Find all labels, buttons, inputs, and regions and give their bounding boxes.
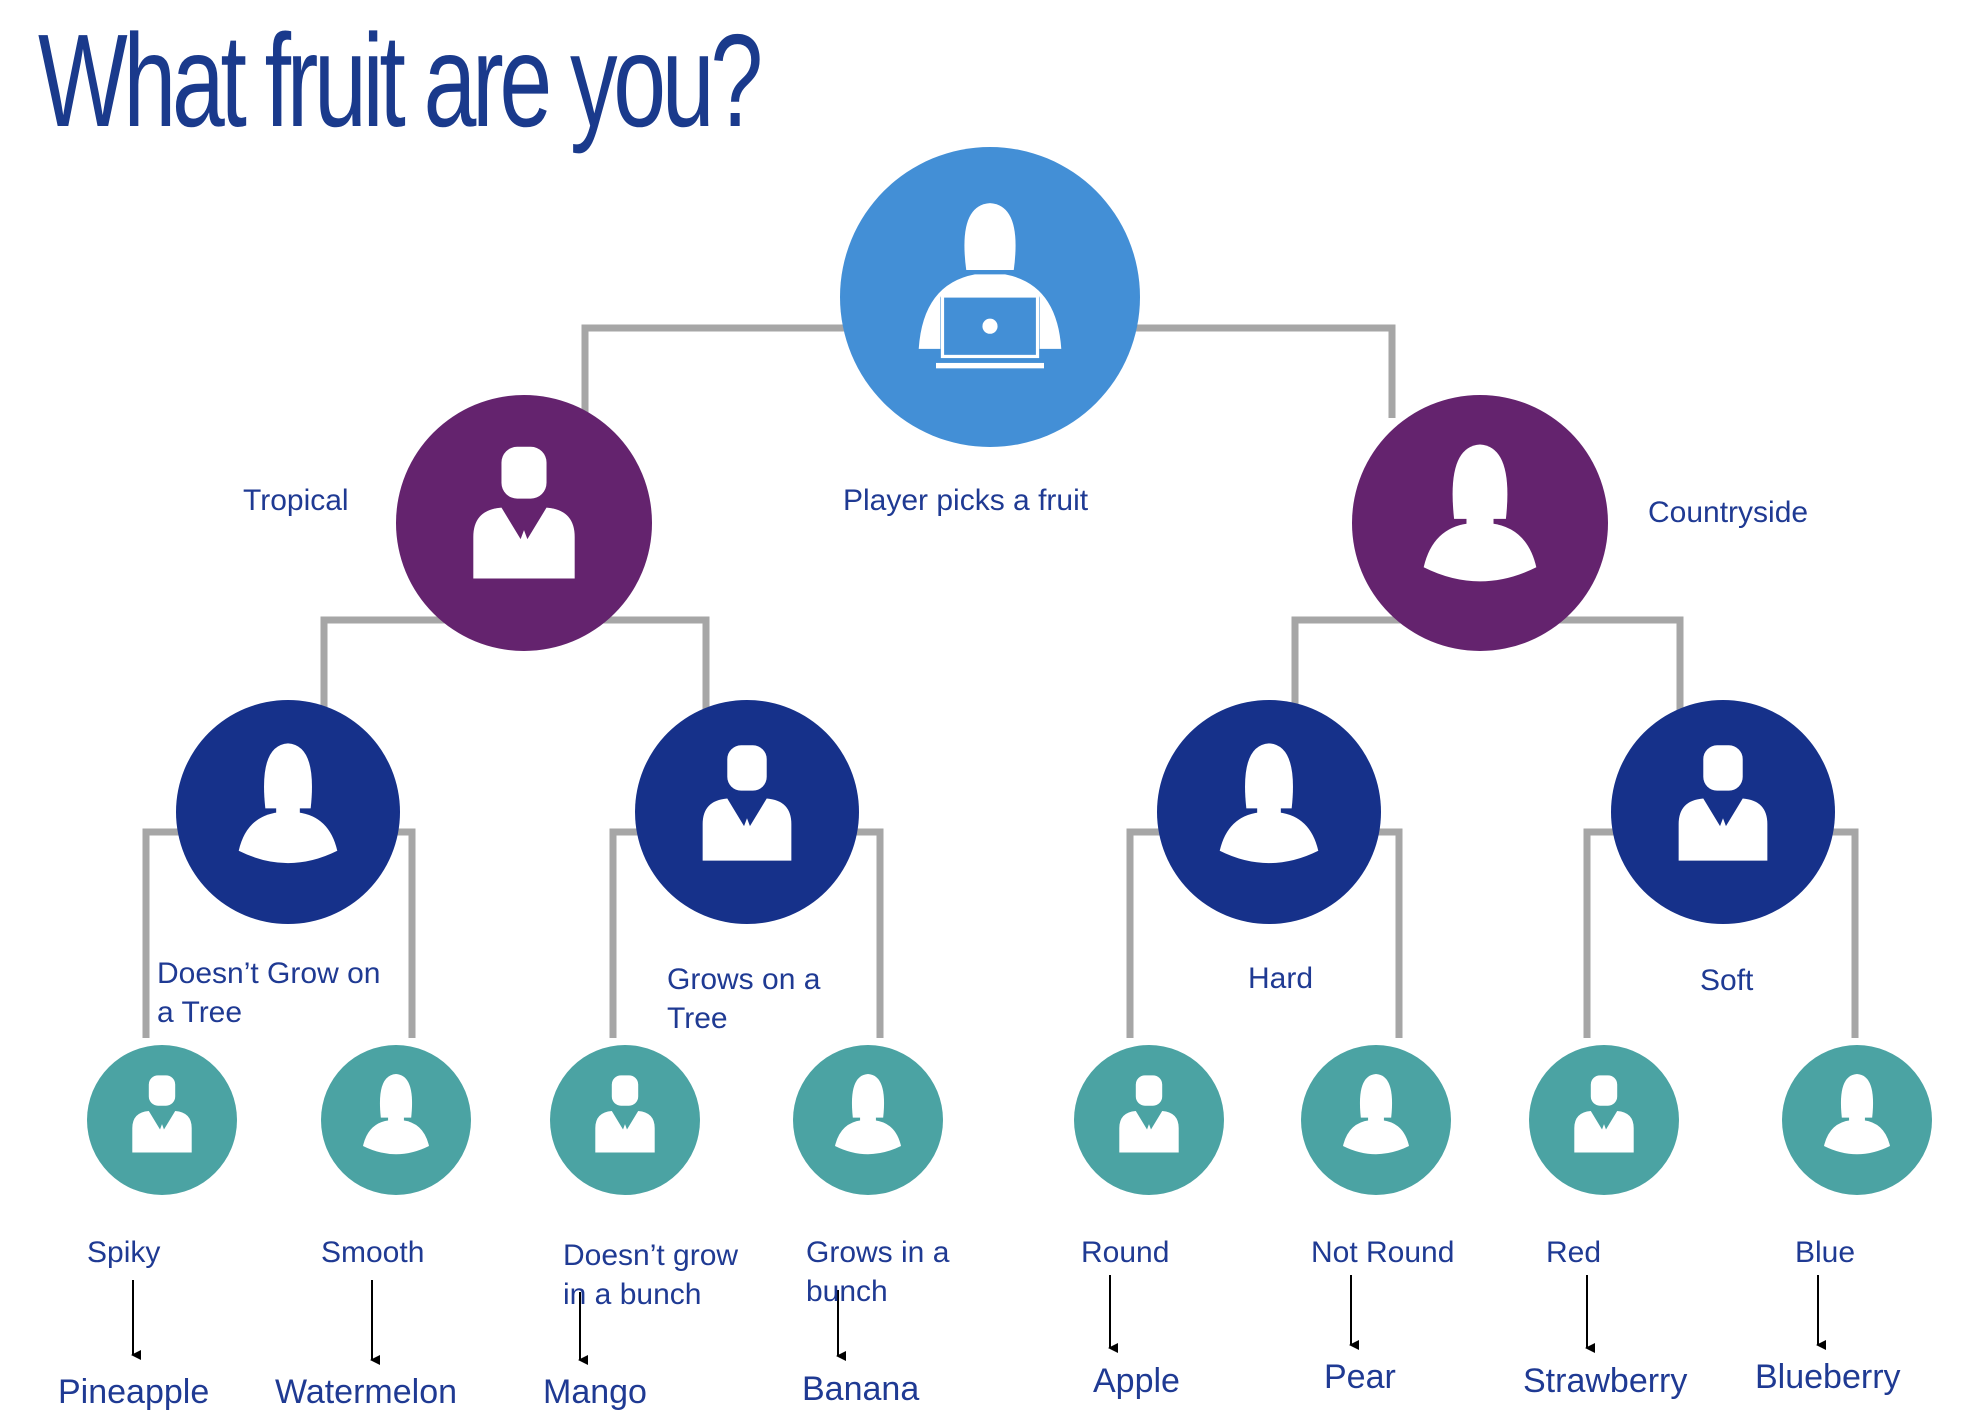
- leaf-label-line1: Smooth: [321, 1236, 425, 1269]
- leaf-node: [1301, 1045, 1451, 1195]
- tropical-label: Tropical: [243, 484, 349, 517]
- leaf-label: Not Round: [1311, 1233, 1454, 1272]
- fruit-result: Banana: [802, 1370, 920, 1408]
- leaf-label-line1: Red: [1546, 1236, 1602, 1269]
- female-person-icon: [1343, 1074, 1409, 1155]
- leaf-label-line2: bunch: [806, 1275, 888, 1308]
- male-person-icon: [1119, 1075, 1179, 1153]
- root-node: [840, 147, 1140, 447]
- leaf-label: Red: [1546, 1233, 1601, 1272]
- no-tree-label: Doesn’t Grow on a Tree: [157, 954, 380, 1032]
- leaf-node: [550, 1045, 700, 1195]
- no-tree-label-line1: Doesn’t Grow on: [157, 957, 381, 990]
- tree-node: [635, 700, 859, 924]
- countryside-node: [1352, 395, 1608, 651]
- tree-label: Grows on a Tree: [667, 960, 820, 1038]
- leaf-label: Grows in a bunch: [806, 1233, 949, 1311]
- leaf-label-line1: Grows in a: [806, 1236, 950, 1269]
- no-tree-node: [176, 700, 400, 924]
- leaf-label: Spiky: [87, 1233, 160, 1272]
- female-person-icon: [1423, 444, 1537, 582]
- female-person-icon: [363, 1074, 429, 1155]
- fruit-result: Watermelon: [275, 1373, 458, 1411]
- fruit-result: Mango: [543, 1373, 647, 1411]
- leaf-label-line1: Round: [1081, 1236, 1170, 1269]
- leaf-label-line1: Spiky: [87, 1236, 161, 1269]
- tropical-node: [396, 395, 652, 651]
- male-person-icon: [132, 1075, 192, 1153]
- leaf-label-line2: in a bunch: [563, 1278, 702, 1311]
- leaf-node: [1529, 1045, 1679, 1195]
- male-person-icon: [702, 745, 792, 861]
- tree-label-line1: Grows on a: [667, 963, 821, 996]
- leaf-label: Blue: [1795, 1233, 1855, 1272]
- countryside-label: Countryside: [1648, 496, 1809, 529]
- female-person-icon: [835, 1074, 901, 1155]
- fruit-result: Pineapple: [58, 1373, 210, 1411]
- leaf-node: [793, 1045, 943, 1195]
- root-label: Player picks a fruit: [843, 484, 1089, 517]
- leaf-label-line1: Not Round: [1311, 1236, 1455, 1269]
- person-laptop-icon: [918, 203, 1062, 369]
- leaf-node: [321, 1045, 471, 1195]
- fruit-result: Blueberry: [1755, 1358, 1901, 1396]
- leaf-node: [1782, 1045, 1932, 1195]
- hard-node: [1157, 700, 1381, 924]
- tree-nodes: [87, 147, 1932, 1195]
- fruit-result: Pear: [1324, 1358, 1396, 1396]
- fruit-result: Strawberry: [1523, 1362, 1688, 1400]
- female-person-icon: [238, 743, 338, 864]
- tree-label-line2: Tree: [667, 1002, 728, 1035]
- male-person-icon: [473, 446, 575, 579]
- leaf-node: [87, 1045, 237, 1195]
- leaf-label: Smooth: [321, 1233, 424, 1272]
- hard-label: Hard: [1248, 962, 1314, 995]
- leaf-label-line1: Doesn’t grow: [563, 1239, 739, 1272]
- leaf-node: [1074, 1045, 1224, 1195]
- female-person-icon: [1824, 1074, 1890, 1155]
- male-person-icon: [1678, 745, 1768, 861]
- page-title: What fruit are you?: [38, 7, 763, 154]
- male-person-icon: [595, 1075, 655, 1153]
- soft-node: [1611, 700, 1835, 924]
- leaf-label-line1: Blue: [1795, 1236, 1856, 1269]
- soft-label: Soft: [1700, 964, 1754, 997]
- fruit-result: Apple: [1093, 1362, 1180, 1400]
- leaf-label: Round: [1081, 1233, 1169, 1272]
- result-arrows: [131, 1275, 1826, 1365]
- female-person-icon: [1219, 743, 1319, 864]
- leaf-label: Doesn’t grow in a bunch: [563, 1236, 738, 1314]
- no-tree-label-line2: a Tree: [157, 996, 243, 1029]
- male-person-icon: [1574, 1075, 1634, 1153]
